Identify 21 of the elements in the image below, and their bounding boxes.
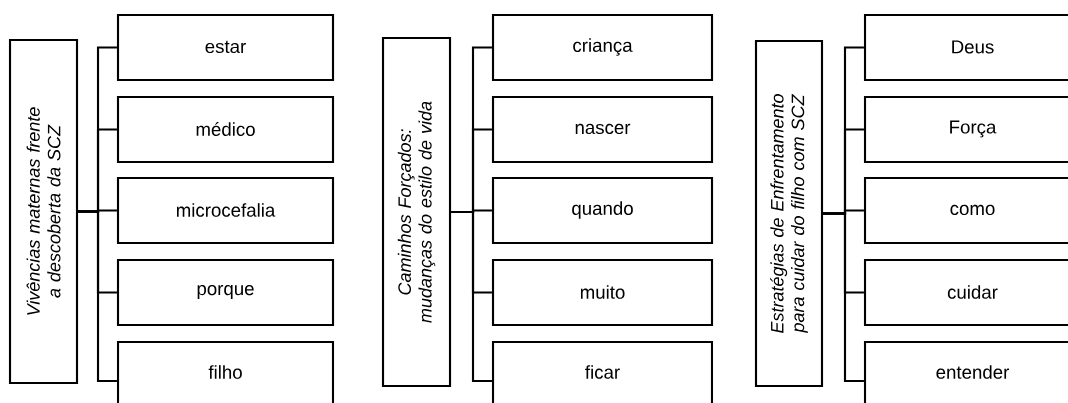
word-box: estar [116,13,335,82]
word-box: entender [863,340,1068,403]
word-box: porque [116,258,335,327]
category-box: Vivências maternas frente a descoberta da SCZ [8,38,79,385]
word-box: nascer [491,95,714,164]
word-box: como [863,176,1068,245]
word-box: ficar [491,340,714,403]
word-box: cuidar [863,258,1068,327]
word-box: Deus [863,13,1068,82]
connector [451,210,492,383]
category-box: Caminhos Forçados: mudanças do estilo de vida [381,36,452,388]
connector [78,210,117,383]
connector [823,212,864,383]
word-box: Força [863,95,1068,164]
word-box: muito [491,258,714,327]
word-box: filho [116,340,335,403]
word-box: médico [116,95,335,164]
category-box: Estratégias de Enfrentamento para cuidar do filho com SCZ [754,39,824,388]
word-box: criança [491,13,714,82]
word-box: quando [491,176,714,245]
word-box: microcefalia [116,176,335,245]
